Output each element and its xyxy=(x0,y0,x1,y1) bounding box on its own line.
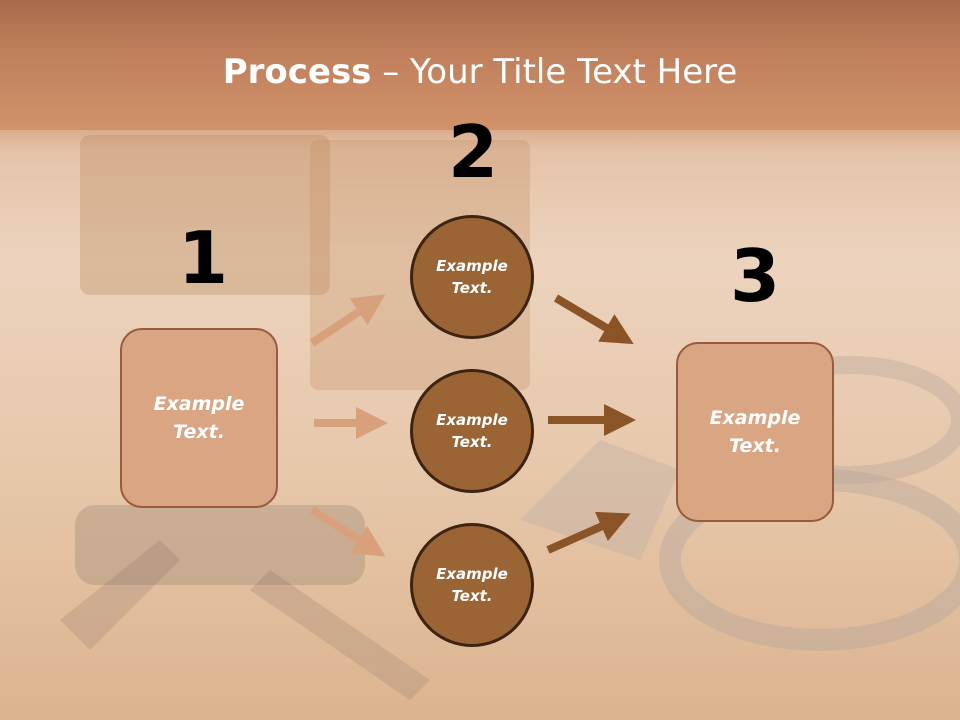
arrow-1-to-2-top xyxy=(309,294,386,347)
arrow-2-bottom-to-3 xyxy=(546,511,631,554)
step-number-3: 3 xyxy=(730,234,781,318)
step-2-circle-bottom: Example Text. xyxy=(410,523,534,647)
key-shape xyxy=(60,540,180,650)
slide-title: Process – Your Title Text Here xyxy=(0,52,960,92)
step-2-circle-middle: Example Text. xyxy=(410,369,534,493)
step-number-2: 2 xyxy=(448,110,499,194)
key-shape-2 xyxy=(250,570,430,700)
handcuff-lock xyxy=(520,440,680,560)
arrow-1-to-2-bottom xyxy=(309,506,386,557)
key-fob-shape xyxy=(75,505,365,585)
arrow-2-top-to-3 xyxy=(553,294,634,345)
step-3-box: Example Text. xyxy=(676,342,834,522)
title-bold: Process xyxy=(222,52,372,92)
title-rest: – Your Title Text Here xyxy=(371,52,738,92)
title-band xyxy=(0,0,960,130)
step-number-1: 1 xyxy=(178,216,229,300)
step-2-circle-top: Example Text. xyxy=(410,215,534,339)
step-1-box: Example Text. xyxy=(120,328,278,508)
glass-shape xyxy=(80,135,330,295)
